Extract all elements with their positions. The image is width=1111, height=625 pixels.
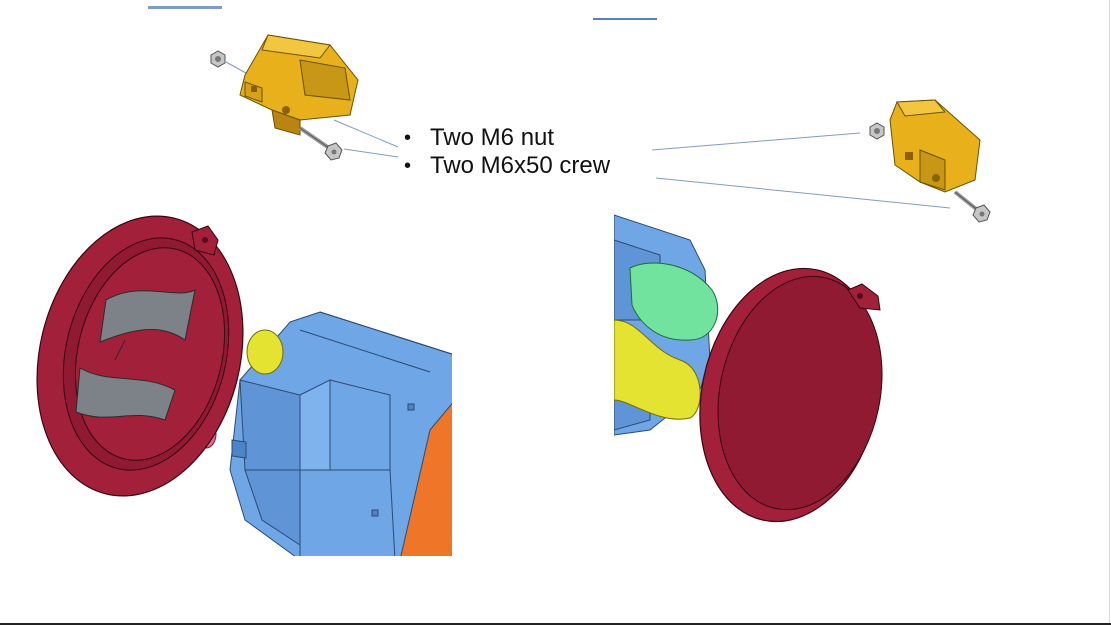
slide-bottom-border — [0, 623, 1111, 625]
top-rule-left — [148, 6, 222, 9]
fastener-item-screw: Two M6x50 crew — [404, 152, 610, 180]
top-rule-right — [593, 18, 657, 20]
right-bracket-assembly — [651, 99, 991, 223]
slide-right-border — [1109, 0, 1110, 625]
fastener-item-nut: Two M6 nut — [404, 124, 610, 152]
left-motor-housing-icon — [229, 311, 452, 556]
left-end-cap-icon — [36, 215, 244, 497]
left-cap-slot-lower — [75, 367, 176, 421]
left-bracket-assembly — [210, 34, 399, 161]
left-housing-assembly — [36, 215, 452, 556]
right-clamp-bracket-icon — [889, 99, 981, 193]
fastener-list: Two M6 nut Two M6x50 crew — [404, 124, 610, 180]
right-end-cap-icon — [699, 267, 883, 523]
left-cap-slot-upper — [99, 289, 196, 343]
right-m6-nut-icon — [869, 122, 885, 140]
right-green-part — [629, 262, 719, 341]
left-m6-nut-icon — [210, 50, 226, 68]
right-housing-assembly — [614, 214, 883, 523]
left-yellow-part — [246, 329, 284, 375]
left-m6-screw-icon — [298, 126, 343, 161]
left-clamp-bracket-icon — [239, 34, 359, 136]
right-m6-screw-icon — [953, 190, 991, 223]
right-yellow-part — [614, 319, 701, 420]
